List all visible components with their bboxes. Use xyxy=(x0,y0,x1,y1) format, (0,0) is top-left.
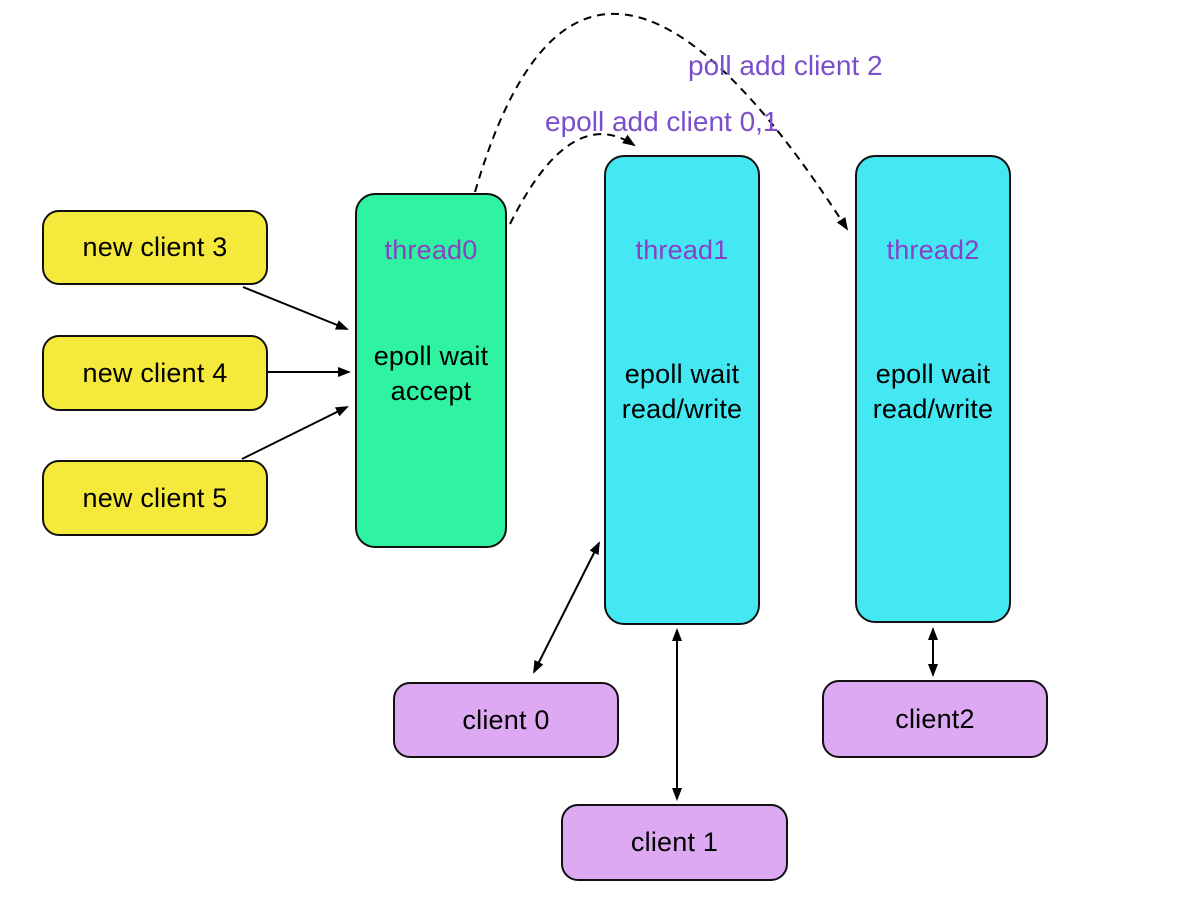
thread1-body-line1: epoll wait xyxy=(624,359,740,389)
node-new-client-5-label: new client 5 xyxy=(82,482,228,513)
arrow-thread1-client0 xyxy=(533,541,600,674)
node-thread1: thread1 epoll wait read/write xyxy=(604,155,760,625)
thread2-body-line1: epoll wait xyxy=(875,359,991,389)
arrow-new-client-5-to-thread0 xyxy=(241,406,349,460)
node-thread2: thread2 epoll wait read/write xyxy=(855,155,1011,623)
thread0-body-line2: accept xyxy=(390,376,472,406)
arrow-new-client-3-to-thread0 xyxy=(242,286,349,330)
node-client-2: client2 xyxy=(822,680,1048,758)
node-client-0-label: client 0 xyxy=(462,704,550,735)
node-new-client-4-label: new client 4 xyxy=(82,357,228,388)
thread1-body-line2: read/write xyxy=(621,394,743,424)
edge-label-poll-add-client-2: poll add client 2 xyxy=(688,50,883,81)
node-client-1-label: client 1 xyxy=(630,827,719,857)
node-new-client-5: new client 5 xyxy=(42,460,268,536)
node-new-client-3: new client 3 xyxy=(42,210,268,285)
node-new-client-4: new client 4 xyxy=(42,335,268,411)
thread0-body: epoll wait accept xyxy=(357,339,505,409)
node-client-1: client 1 xyxy=(561,804,788,881)
thread2-body: epoll wait read/write xyxy=(857,357,1009,427)
node-thread0: thread0 epoll wait accept xyxy=(355,193,507,548)
node-client-2-label: client2 xyxy=(895,703,975,734)
node-client-0: client 0 xyxy=(393,682,619,758)
thread0-body-line1: epoll wait xyxy=(373,341,489,371)
thread2-body-line2: read/write xyxy=(872,394,994,424)
edge-label-epoll-add-client-0-1: epoll add client 0,1 xyxy=(545,106,779,137)
thread2-name: thread2 xyxy=(886,235,980,265)
thread1-name: thread1 xyxy=(635,235,729,265)
thread1-body: epoll wait read/write xyxy=(606,357,758,427)
node-new-client-3-label: new client 3 xyxy=(82,232,228,262)
thread0-name: thread0 xyxy=(384,235,478,265)
